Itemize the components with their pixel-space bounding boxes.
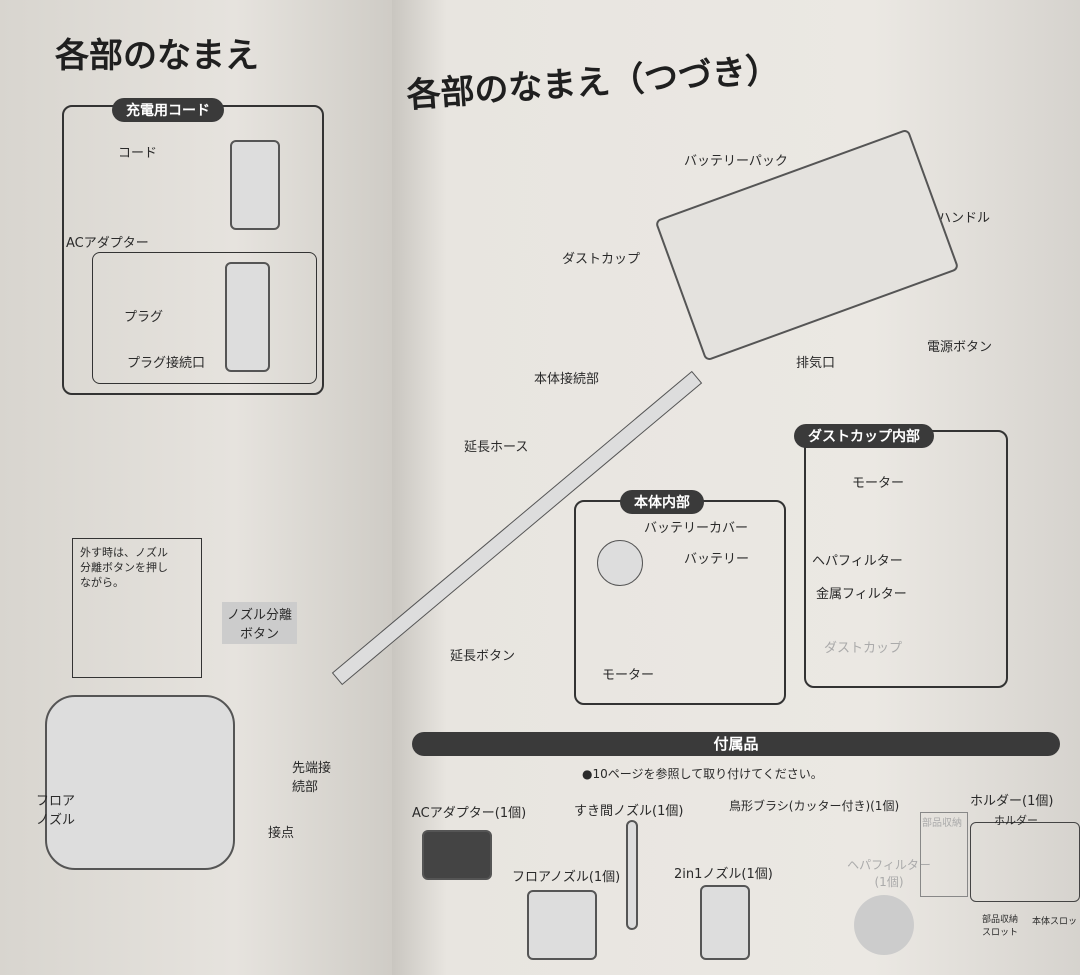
- note-box: [72, 538, 202, 678]
- battery-pack-label: バッテリーパック: [684, 154, 788, 169]
- crevice-nozzle-illustration: [626, 820, 638, 930]
- vacuum-illustration: [230, 140, 280, 230]
- metal-filter-label: 金属フィルター: [816, 587, 907, 602]
- accessory-item: 2in1ノズル(1個): [674, 867, 773, 882]
- holder-illustration: [970, 822, 1080, 902]
- body-connector-label: 本体接続部: [534, 372, 600, 387]
- handle-label: ハンドル: [938, 211, 991, 226]
- parts-slot-label: 部品収納スロット: [981, 915, 1018, 938]
- note-text: 外す時は、ノズル分離ボタンを押しながら。: [80, 546, 168, 589]
- battery-cover-illustration: [597, 540, 643, 586]
- accessories-note: ●10ページを参照して取り付けてください。: [582, 767, 823, 781]
- nozzle-release-label: ノズル分離ボタン: [222, 602, 297, 644]
- extension-hose-label: 延長ホース: [464, 440, 529, 455]
- motor-label: モーター: [602, 668, 655, 683]
- page-title: 各部のなまえ: [55, 36, 259, 76]
- left-page: 各部のなまえ 充電用コード コード ACアダプター プラグ プラグ接続口 外す時…: [0, 0, 392, 975]
- tip-connector-label: 先端接続部: [292, 761, 332, 795]
- motor-label: モーター: [852, 476, 905, 491]
- hepa-filter-label: ヘパフィルター: [812, 554, 903, 569]
- battery-cover-label: バッテリーカバー: [644, 521, 749, 536]
- accessory-item: フロアノズル(1個): [512, 870, 621, 885]
- charging-cord-header: 充電用コード: [112, 98, 224, 122]
- floor-nozzle-illustration: [527, 890, 597, 960]
- accessory-item: ACアダプター(1個): [412, 806, 527, 821]
- dust-cup-inside-header: ダストカップ内部: [794, 424, 934, 448]
- power-button-label: 電源ボタン: [927, 340, 993, 355]
- plug-label: プラグ: [124, 310, 164, 325]
- battery-label: バッテリー: [684, 552, 750, 567]
- extension-button-label: 延長ボタン: [450, 649, 516, 664]
- dust-cup-label: ダストカップ: [562, 252, 641, 267]
- ac-adapter-illustration: [422, 830, 492, 880]
- accessory-item: ヘパフィルター(1個): [847, 858, 931, 889]
- dust-cup-label: ダストカップ: [824, 641, 903, 656]
- accessories-header: 付属品: [412, 732, 1060, 756]
- parts-storage-label: 部品収納: [922, 818, 962, 829]
- holder-label: ホルダー: [994, 814, 1038, 827]
- ac-adapter-label: ACアダプター: [66, 236, 149, 251]
- contact-label: 接点: [268, 826, 295, 841]
- plug-port-label: プラグ接続口: [127, 356, 206, 371]
- plug-detail-box: [92, 252, 317, 384]
- cord-label: コード: [118, 146, 158, 161]
- floor-nozzle-illustration: [45, 695, 235, 870]
- 2in1-nozzle-illustration: [700, 885, 750, 960]
- exhaust-label: 排気口: [796, 356, 836, 371]
- vacuum-illustration: [225, 262, 270, 372]
- accessory-item: 鳥形ブラシ(カッター付き)(1個): [729, 799, 900, 813]
- body-slot-label: 本体スロット: [1032, 917, 1080, 927]
- hepa-filter-illustration: [854, 895, 914, 955]
- body-inside-header: 本体内部: [620, 490, 704, 514]
- page-title: 各部のなまえ（つづき）: [405, 49, 782, 116]
- right-page: 各部のなまえ（つづき） バッテリーパック ハンドル ダストカップ 排気口 電源ボ…: [331, 0, 1080, 975]
- accessory-item: ホルダー(1個): [970, 794, 1054, 809]
- accessory-item: すき間ノズル(1個): [574, 804, 684, 819]
- floor-nozzle-label: フロアノズル: [36, 794, 76, 828]
- parts-storage-illustration: [920, 812, 968, 897]
